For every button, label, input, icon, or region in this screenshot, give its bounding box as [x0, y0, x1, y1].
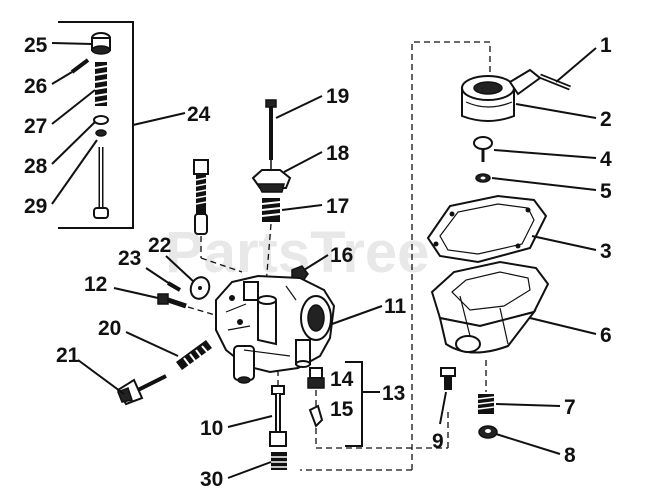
part-23-screw[interactable] — [166, 281, 182, 292]
part-6-float-bowl[interactable] — [430, 260, 550, 354]
part-29-needle[interactable] — [93, 147, 109, 219]
part-27-spring[interactable] — [94, 62, 108, 106]
callout-30: 30 — [200, 468, 223, 491]
callout-27: 27 — [24, 115, 47, 138]
part-17-spring[interactable] — [261, 198, 281, 222]
part-21-lever[interactable] — [116, 374, 167, 406]
callout-26: 26 — [24, 75, 47, 98]
part-25-cap[interactable] — [91, 32, 111, 55]
part-2-float[interactable] — [461, 68, 542, 122]
part-5-washer[interactable] — [475, 173, 491, 183]
part-28-washer[interactable] — [93, 115, 109, 137]
part-8-washer[interactable] — [478, 425, 498, 439]
callout-22: 22 — [148, 234, 171, 257]
callout-7: 7 — [564, 396, 576, 419]
part-11-carburetor-body[interactable] — [215, 274, 336, 384]
callout-10: 10 — [200, 417, 223, 440]
callout-1: 1 — [600, 34, 612, 57]
part-24-needle-valve[interactable] — [193, 159, 243, 273]
callout-8: 8 — [564, 444, 576, 467]
callout-4: 4 — [600, 148, 612, 171]
part-1-pin[interactable] — [539, 73, 571, 91]
callout-12: 12 — [84, 273, 107, 296]
part-26-pin[interactable] — [70, 58, 90, 74]
part-19-screw[interactable] — [265, 99, 277, 170]
callout-29: 29 — [24, 195, 47, 218]
leader-lines — [51, 42, 597, 479]
callout-11: 11 — [384, 295, 407, 318]
callout-9: 9 — [432, 430, 444, 453]
part-15-needle[interactable] — [308, 404, 324, 428]
part-14-seat[interactable] — [307, 367, 325, 389]
part-18-cam[interactable] — [251, 169, 292, 193]
part-3-gasket[interactable] — [426, 194, 548, 264]
part-20-spring[interactable] — [176, 340, 212, 370]
callout-25: 25 — [24, 34, 48, 57]
callout-21: 21 — [56, 344, 80, 367]
callout-14: 14 — [330, 368, 354, 391]
callout-28: 28 — [24, 155, 48, 178]
callout-15: 15 — [330, 398, 354, 421]
callout-17: 17 — [326, 195, 349, 218]
callout-16: 16 — [330, 244, 353, 267]
callout-labels: 25 26 27 28 29 24 19 18 17 16 11 22 23 1… — [24, 34, 612, 491]
callout-18: 18 — [326, 142, 350, 165]
callout-23: 23 — [118, 247, 141, 270]
callout-24: 24 — [187, 103, 211, 126]
bracket-group-13 — [345, 361, 380, 447]
part-10-nozzle[interactable] — [269, 385, 287, 447]
callout-2: 2 — [600, 108, 612, 131]
part-22-disc[interactable] — [188, 275, 212, 302]
callout-13: 13 — [382, 382, 405, 405]
callout-5: 5 — [600, 180, 612, 203]
callout-6: 6 — [600, 324, 612, 347]
part-9-screw[interactable] — [440, 367, 456, 390]
bracket-group-24 — [58, 21, 186, 229]
callout-20: 20 — [98, 317, 121, 340]
part-4-valve[interactable] — [473, 136, 493, 162]
part-30-plug[interactable] — [271, 452, 287, 470]
part-7-spring[interactable] — [477, 394, 495, 414]
callout-19: 19 — [326, 85, 349, 108]
part-12-screw[interactable] — [157, 293, 187, 309]
callout-3: 3 — [600, 240, 612, 263]
